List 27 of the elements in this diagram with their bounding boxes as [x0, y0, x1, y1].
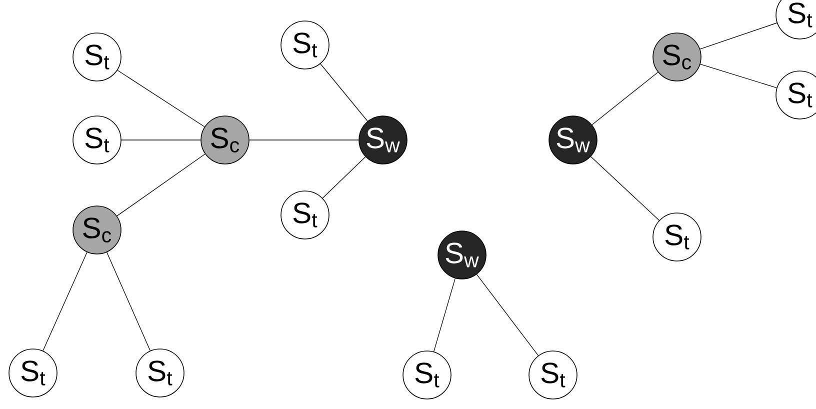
circle-node: S$_{t}$ — [136, 348, 184, 398]
connector-line — [106, 252, 150, 351]
connector-line — [434, 278, 456, 352]
circle-node: S$_{t}$ — [280, 190, 330, 240]
circle-node: S$_{w}$ — [548, 116, 598, 164]
circle-node: S$_{t}$ — [72, 32, 122, 82]
connector-line — [700, 64, 778, 88]
connector-line — [42, 252, 88, 352]
connector-line — [592, 72, 658, 126]
circle-node: S$_{w}$ — [358, 116, 408, 164]
circle-node: S$_{c}$ — [200, 116, 250, 164]
connector-line — [116, 154, 206, 216]
circle-node: S$_{t}$ — [652, 212, 702, 262]
connector-line — [476, 274, 539, 356]
circle-node: S$_{w}$ — [438, 230, 486, 280]
circle-node: S$_{c}$ — [652, 32, 702, 82]
circle-node: S$_{t}$ — [8, 348, 58, 398]
circle-node: S$_{t}$ — [280, 20, 330, 70]
connector-line — [700, 22, 778, 50]
connector-line — [322, 156, 366, 198]
connector-line — [117, 70, 205, 128]
connector-line — [590, 156, 660, 221]
circle-node: S$_{t}$ — [528, 350, 578, 400]
circle-node: S$_{c}$ — [72, 206, 122, 254]
connector-line — [320, 64, 368, 122]
circle-node: S$_{t}$ — [72, 116, 122, 164]
circle-node: S$_{t}$ — [402, 350, 452, 400]
